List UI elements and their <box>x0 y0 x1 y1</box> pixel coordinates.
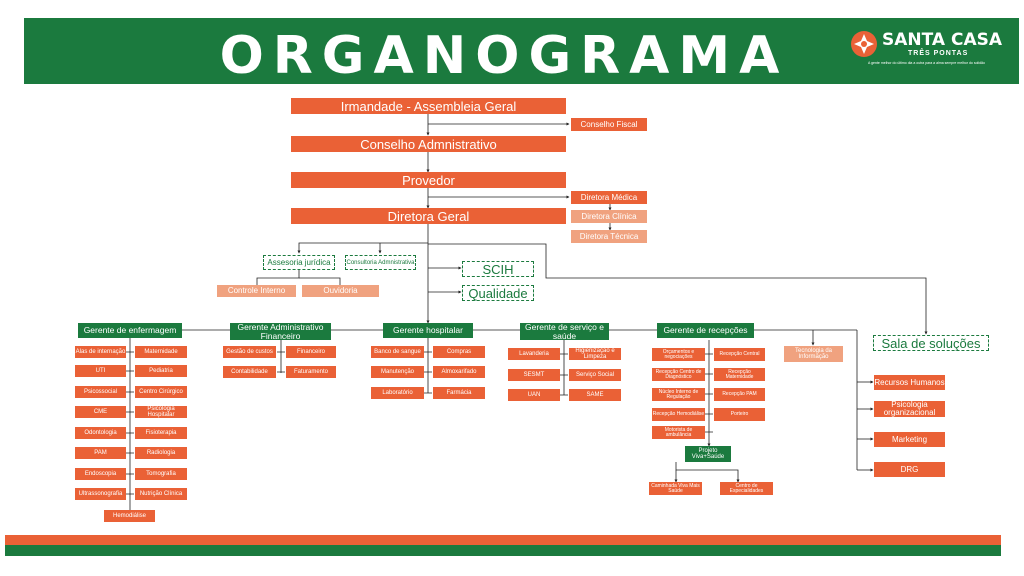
gerente-hospitalar-box: Gerente hospitalar <box>383 323 473 338</box>
psicologia-organizacional-box: Psicologia organizacional <box>874 401 945 417</box>
drg-box: DRG <box>874 462 945 477</box>
marketing-box: Marketing <box>874 432 945 447</box>
projeto-viva-saude-box: Projeto Viva+Saúde <box>685 446 731 462</box>
header-banner: ORGANOGRAMA SANTA CASA TRÊS PONTAS A gen… <box>24 18 1019 96</box>
financeiro-item: Gestão de custos <box>223 346 276 358</box>
diretora-clinica-box: Diretora Clínica <box>571 210 647 223</box>
enfermagem-item: UTI <box>75 365 126 377</box>
servico-item: SESMT <box>508 369 560 381</box>
diretora-tecnica-box: Diretora Técnica <box>571 230 647 243</box>
servico-item: Lavanderia <box>508 348 560 360</box>
projeto-item: Caminhada Viva Mais Saúde <box>649 482 702 495</box>
enfermagem-item: Nutrição Clínica <box>135 488 187 500</box>
hospitalar-item: Laboratório <box>371 387 424 399</box>
recepcoes-item: Recepção Central <box>714 348 765 361</box>
footer-bar-orange <box>5 535 1001 545</box>
projeto-item: Centro de Especialidades <box>720 482 773 495</box>
recursos-humanos-box: Recursos Humanos <box>874 375 945 390</box>
servico-item: Higienização e Limpeza <box>569 348 621 360</box>
enfermagem-item: PAM <box>75 447 126 459</box>
recepcoes-item: Recepção Centro de Diagnóstico <box>652 368 705 381</box>
enfermagem-item: Pediatria <box>135 365 187 377</box>
sala-solucoes-box: Sala de soluções <box>873 335 989 351</box>
financeiro-item: Faturamento <box>286 366 336 378</box>
enfermagem-item: Centro Cirúrgico <box>135 386 187 398</box>
hospitalar-item: Compras <box>433 346 485 358</box>
enfermagem-item: Alas de internação <box>75 346 126 358</box>
gerente-recepcoes-box: Gerente de recepções <box>657 323 754 338</box>
enfermagem-item: Fisioterapia <box>135 427 187 439</box>
santa-casa-cross-icon <box>851 31 877 57</box>
scih-box: SCIH <box>462 261 534 277</box>
ouvidoria-box: Ouvidoria <box>302 285 379 297</box>
enfermagem-item: Maternidade <box>135 346 187 358</box>
logo-tagline: A gente melhor do último dia a outra par… <box>868 61 985 65</box>
enfermagem-item: Tomografia <box>135 468 187 480</box>
logo: SANTA CASA TRÊS PONTAS A gente melhor do… <box>846 28 1016 78</box>
enfermagem-item: Psicologia Hospitalar <box>135 406 187 418</box>
enfermagem-item: Ultrassonografia <box>75 488 126 500</box>
conselho-administrativo-box: Conselho Admnistrativo <box>291 136 566 152</box>
page-title: ORGANOGRAMA <box>219 26 789 86</box>
recepcoes-item: Recepção PAM <box>714 388 765 401</box>
gerente-financeiro-box: Gerente Administrativo Financeiro <box>230 323 331 340</box>
hospitalar-item: Banco de sangue <box>371 346 424 358</box>
servico-item: Serviço Social <box>569 369 621 381</box>
gerente-servico-box: Gerente de serviço e saúde <box>520 323 609 340</box>
recepcoes-item: Núcleo Interno de Regulação <box>652 388 705 401</box>
financeiro-item: Financeiro <box>286 346 336 358</box>
enfermagem-item: Radiologia <box>135 447 187 459</box>
hospitalar-item: Manutenção <box>371 366 424 378</box>
financeiro-item: Contabilidade <box>223 366 276 378</box>
enfermagem-item: CME <box>75 406 126 418</box>
enfermagem-item: Psicossocial <box>75 386 126 398</box>
assessoria-box: Assesoria jurídica <box>263 255 335 270</box>
enfermagem-item: Hemodiálise <box>104 510 155 522</box>
servico-item: UAN <box>508 389 560 401</box>
recepcoes-item: Porteiro <box>714 408 765 421</box>
qualidade-box: Qualidade <box>462 285 534 301</box>
consultoria-box: Consultoria Admnistrativa <box>345 255 416 270</box>
conselho-fiscal-box: Conselho Fiscal <box>571 118 647 131</box>
recepcoes-item: Motorista de ambulância <box>652 426 705 439</box>
assembleia-box: Irmandade - Assembleia Geral <box>291 98 566 114</box>
enfermagem-item: Endoscopia <box>75 468 126 480</box>
controle-interno-box: Controle Interno <box>217 285 296 297</box>
reference: Ref. 12/2025 <box>901 89 943 96</box>
hospitalar-item: Farmácia <box>433 387 485 399</box>
diretora-medica-box: Diretora Médica <box>571 191 647 204</box>
enfermagem-item: Odontologia <box>75 427 126 439</box>
servico-item: SAME <box>569 389 621 401</box>
hospitalar-item: Almoxarifado <box>433 366 485 378</box>
recepcoes-item: Recepção Hemodiálise <box>652 408 705 421</box>
logo-name: SANTA CASA <box>882 30 1003 50</box>
footer-bar-green <box>5 545 1001 556</box>
logo-city: TRÊS PONTAS <box>908 50 969 57</box>
diretora-geral-box: Diretora Geral <box>291 208 566 224</box>
recepcoes-item: Orçamentos e negociações <box>652 348 705 361</box>
provedor-box: Provedor <box>291 172 566 188</box>
recepcoes-item: Recepção Maternidade <box>714 368 765 381</box>
gerente-enfermagem-box: Gerente de enfermagem <box>78 323 182 338</box>
tecnologia-box: Tecnologia da Informação <box>784 346 843 362</box>
